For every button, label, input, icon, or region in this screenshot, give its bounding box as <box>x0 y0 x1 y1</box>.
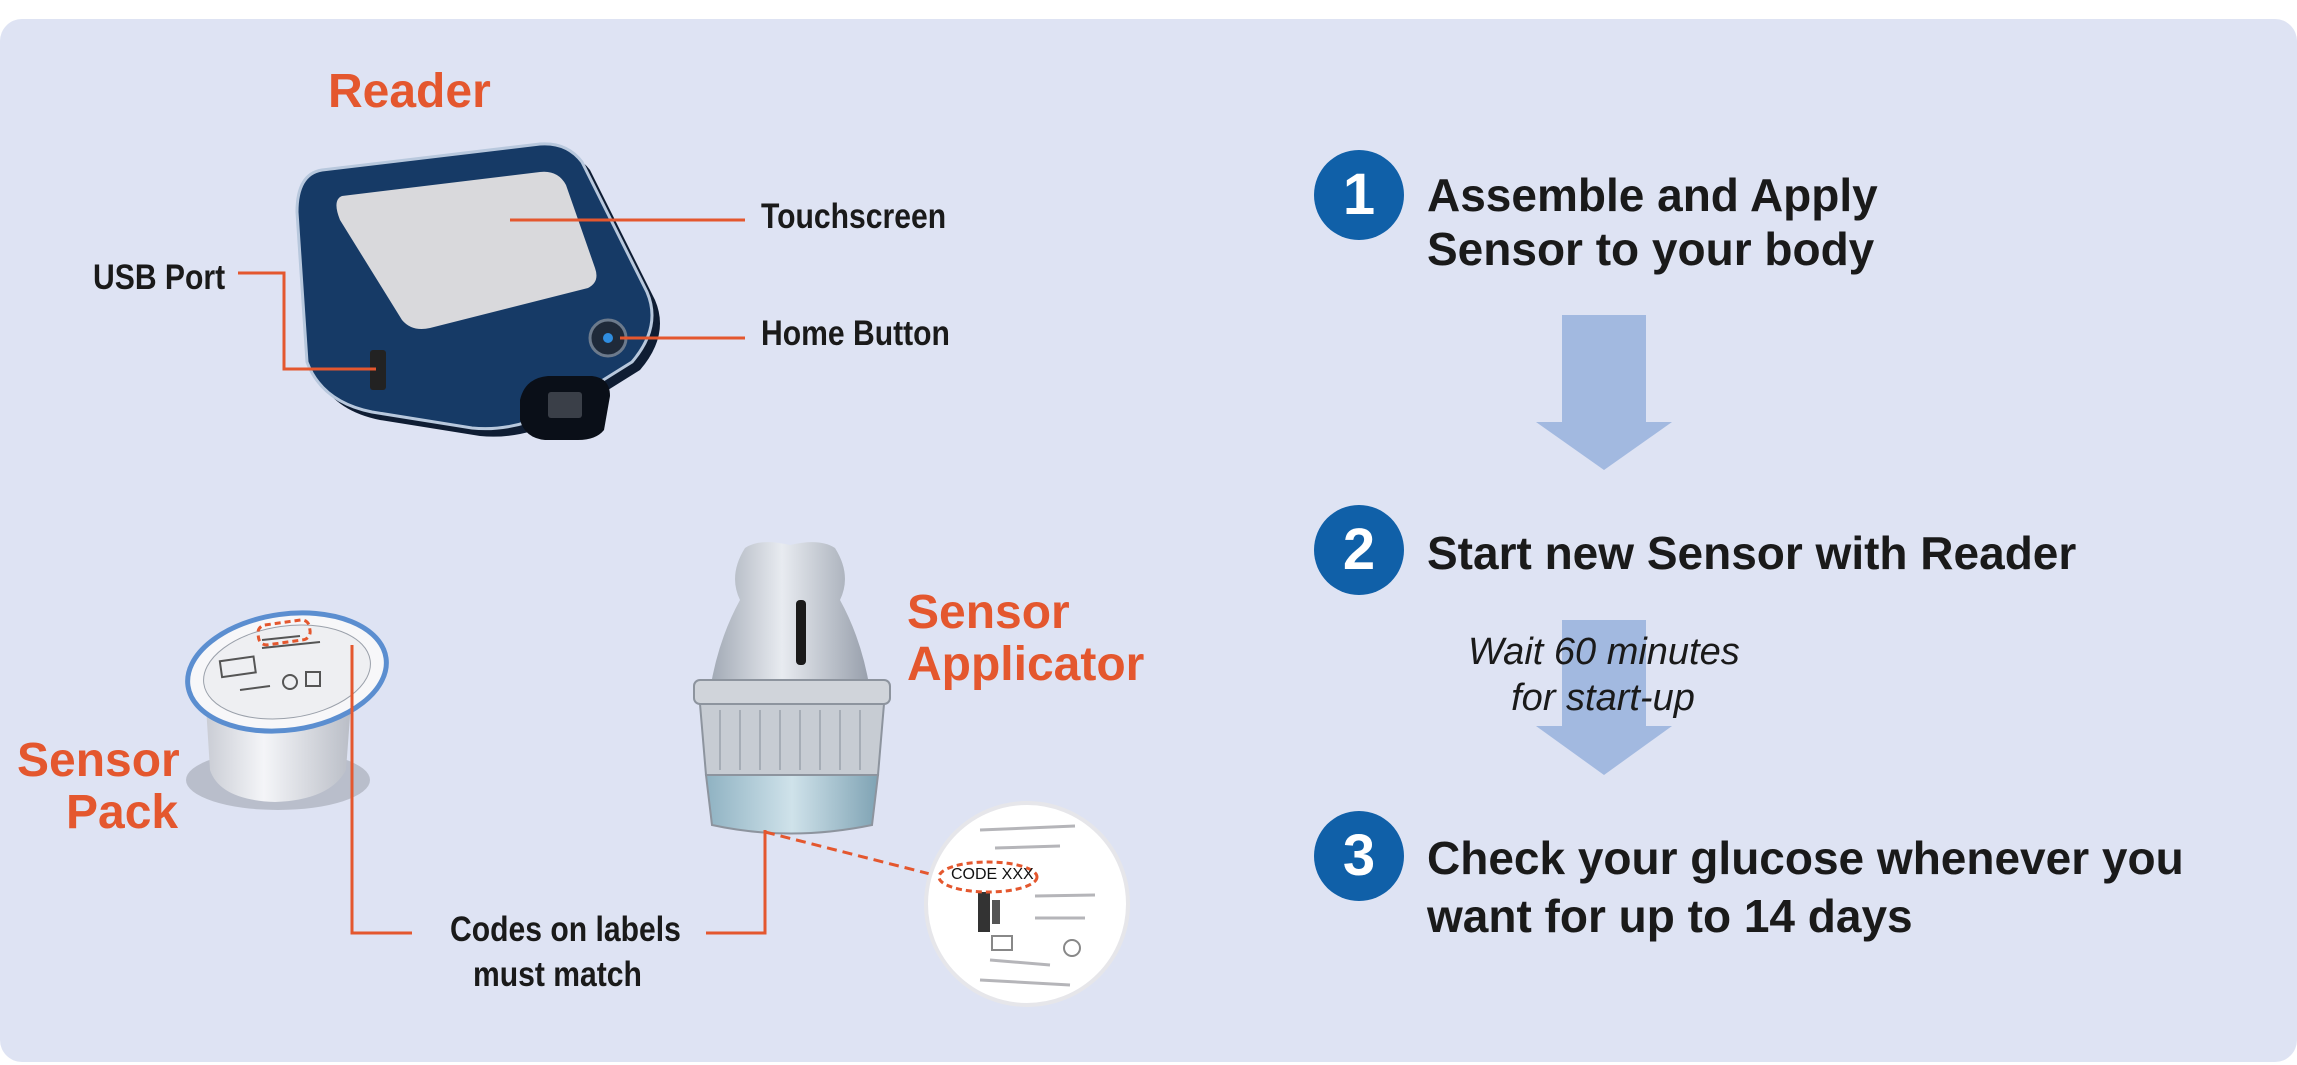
sensor-pack-title-line2: Pack <box>66 786 179 839</box>
arrow-step-2-to-3 <box>1536 620 1672 775</box>
wait-note-line2: for start-up <box>1511 677 1695 719</box>
codes-callout-line-left <box>350 645 412 935</box>
arrow-step-1-to-2 <box>1536 315 1672 470</box>
code-tag: CODE XXX <box>951 866 1034 883</box>
sensor-pack-illustration <box>185 610 389 810</box>
wait-note-line1: Wait 60 minutes <box>1468 631 1740 673</box>
sensor-pack-title-line1: Sensor <box>17 734 180 787</box>
step-1-number: 1 <box>1314 150 1404 240</box>
home-button-label: Home Button <box>761 314 950 353</box>
codes-label-line1: Codes on labels <box>450 910 681 949</box>
sensor-applicator-illustration <box>693 542 891 835</box>
step-2-number: 2 <box>1314 505 1404 595</box>
reader-device-illustration <box>295 142 660 440</box>
step-1-text-line1: Assemble and Apply <box>1427 169 1878 221</box>
reader-callout-lines <box>238 218 745 371</box>
step-arrows <box>1536 315 1672 775</box>
reader-title: Reader <box>328 65 491 118</box>
step-2-text-line1: Start new Sensor with Reader <box>1427 527 2077 579</box>
codes-label-line2: must match <box>473 955 642 994</box>
step-3-number: 3 <box>1314 811 1404 901</box>
usb-port-label: USB Port <box>93 258 226 297</box>
applicator-title-line1: Sensor <box>907 586 1070 639</box>
applicator-title-line2: Applicator <box>907 638 1145 691</box>
step-3-text-line2: want for up to 14 days <box>1427 890 1913 942</box>
codes-callout-line-right <box>706 830 939 935</box>
step-3-text-line1: Check your glucose whenever you <box>1427 832 2184 884</box>
step-1-text-line2: Sensor to your body <box>1427 223 1875 275</box>
applicator-label-zoom <box>924 801 1130 1007</box>
touchscreen-label: Touchscreen <box>761 197 947 236</box>
